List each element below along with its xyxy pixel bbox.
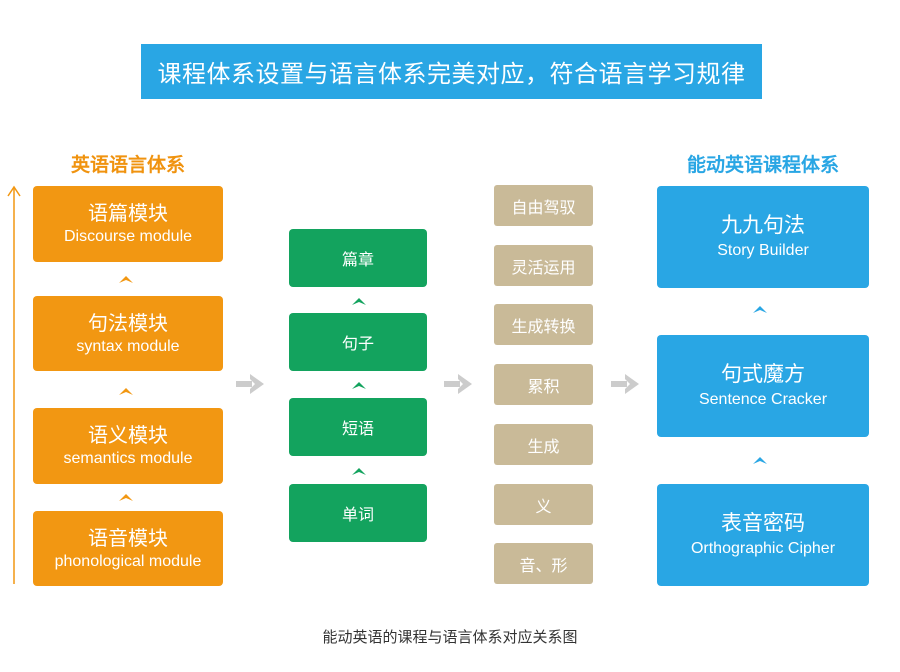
tan-box: 生成 [494, 424, 593, 465]
module-zh: 句法模块 [88, 310, 168, 335]
module-zh: 语音模块 [88, 525, 168, 550]
left-column-title: 英语语言体系 [70, 154, 185, 176]
tan-box: 义 [494, 484, 593, 525]
orange-up-chevron [119, 276, 133, 283]
banner-title: 课程体系设置与语言体系完美对应，符合语言学习规律 [141, 44, 762, 99]
module-syntax: 句法模块 syntax module [33, 296, 223, 371]
figure-caption: 能动英语的课程与语言体系对应关系图 [322, 628, 578, 646]
module-semantics: 语义模块 semantics module [33, 408, 223, 484]
course-zh: 九九句法 [721, 213, 805, 237]
course-zh: 表音密码 [721, 511, 805, 535]
right-column-title: 能动英语课程体系 [686, 154, 839, 176]
module-zh: 语篇模块 [88, 201, 168, 225]
orange-up-chevron [119, 388, 133, 395]
orange-up-chevron [119, 494, 133, 501]
course-orthographic-cipher: 表音密码 Orthographic Cipher [657, 484, 869, 586]
tan-box: 生成转换 [494, 304, 593, 345]
tan-box: 灵活运用 [494, 245, 593, 286]
gray-right-arrow [444, 374, 472, 394]
green-up-chevron [352, 298, 366, 305]
tan-box: 自由驾驭 [494, 185, 593, 226]
module-en: phonological module [54, 552, 202, 570]
green-up-chevron [352, 468, 366, 475]
gray-right-arrow [236, 374, 264, 394]
green-box-sentence: 句子 [289, 313, 427, 371]
gray-right-arrow [611, 374, 639, 394]
green-up-chevron [352, 382, 366, 389]
vertical-up-arrow [7, 185, 21, 584]
green-box-phrase: 短语 [289, 398, 427, 456]
module-en: semantics module [63, 450, 193, 467]
blue-up-chevron [753, 457, 767, 464]
course-en: Sentence Cracker [698, 391, 828, 408]
course-en: Story Builder [717, 242, 809, 259]
module-zh: 语义模块 [88, 423, 168, 447]
course-en: Orthographic Cipher [690, 540, 836, 557]
green-box-passage: 篇章 [289, 229, 427, 287]
tan-box: 累积 [494, 364, 593, 405]
module-en: syntax module [76, 337, 180, 355]
blue-up-chevron [753, 306, 767, 313]
module-phonological: 语音模块 phonological module [33, 511, 223, 586]
green-box-word: 单词 [289, 484, 427, 542]
course-sentence-cracker: 句式魔方 Sentence Cracker [657, 335, 869, 437]
module-en: Discourse module [63, 228, 193, 245]
course-story-builder: 九九句法 Story Builder [657, 186, 869, 288]
course-zh: 句式魔方 [721, 362, 805, 386]
module-discourse: 语篇模块 Discourse module [33, 186, 223, 262]
tan-box: 音、形 [494, 543, 593, 584]
